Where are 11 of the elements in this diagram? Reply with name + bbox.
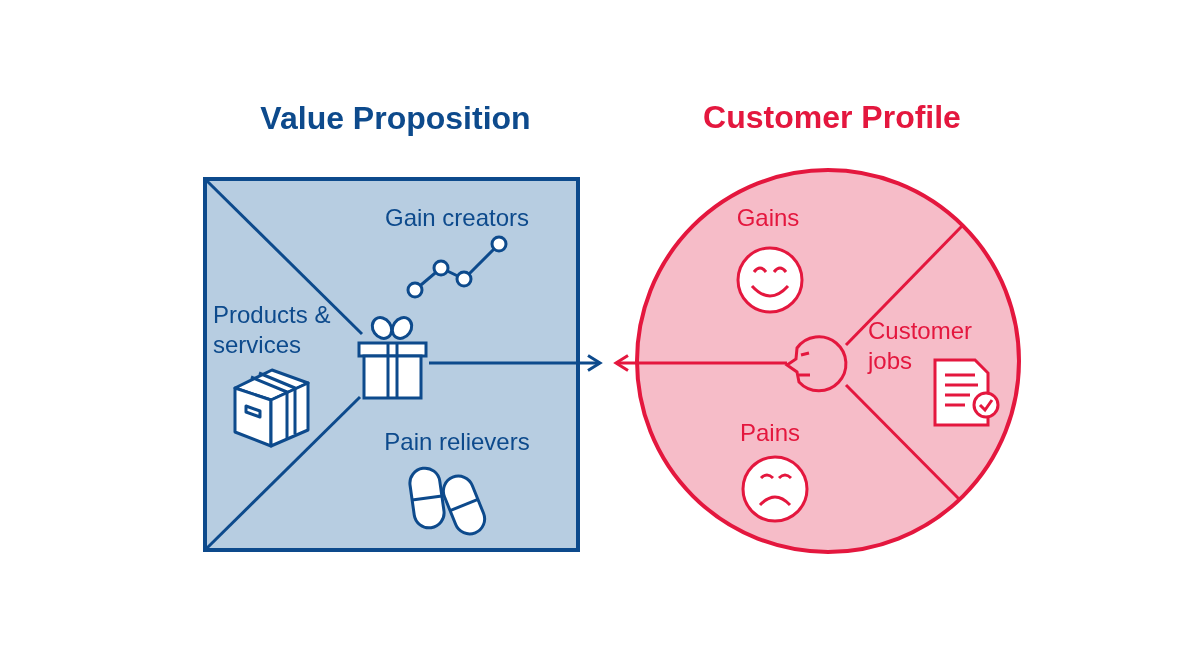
section-title: Value Proposition: [259, 100, 532, 137]
gift-icon: [356, 314, 429, 400]
section-title: Customer Profile: [702, 99, 962, 136]
section-label: Gains: [718, 203, 818, 233]
section-label: Gain creators: [357, 203, 557, 233]
section-label: Pains: [720, 418, 820, 448]
section-label: Customer jobs: [868, 316, 998, 376]
section-label: Pain relievers: [357, 427, 557, 457]
arrow: [614, 354, 787, 372]
arrow: [429, 354, 602, 372]
section-label: Products & services: [213, 300, 335, 360]
